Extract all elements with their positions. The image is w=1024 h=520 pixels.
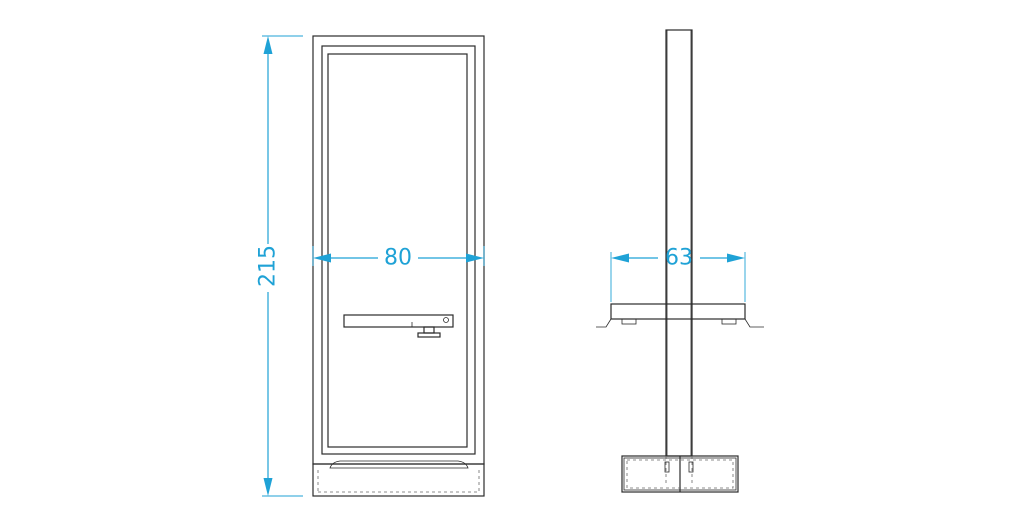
side-column (665, 29, 693, 457)
side-shelf (596, 303, 764, 328)
front-shelf (343, 314, 454, 338)
front-inner-panel (327, 53, 468, 448)
front-view (312, 35, 485, 497)
side-base (621, 455, 739, 493)
height-dimension-label: 215 (256, 245, 281, 287)
side-width-dimension: 63 (610, 246, 746, 302)
front-base (312, 460, 485, 497)
front-width-dimension: 80 (312, 246, 485, 271)
side-view (596, 29, 764, 493)
height-dimension: 215 (256, 35, 303, 497)
side-width-dimension-label: 63 (665, 246, 693, 271)
front-width-dimension-label: 80 (384, 246, 412, 271)
front-mid-frame (321, 45, 476, 455)
